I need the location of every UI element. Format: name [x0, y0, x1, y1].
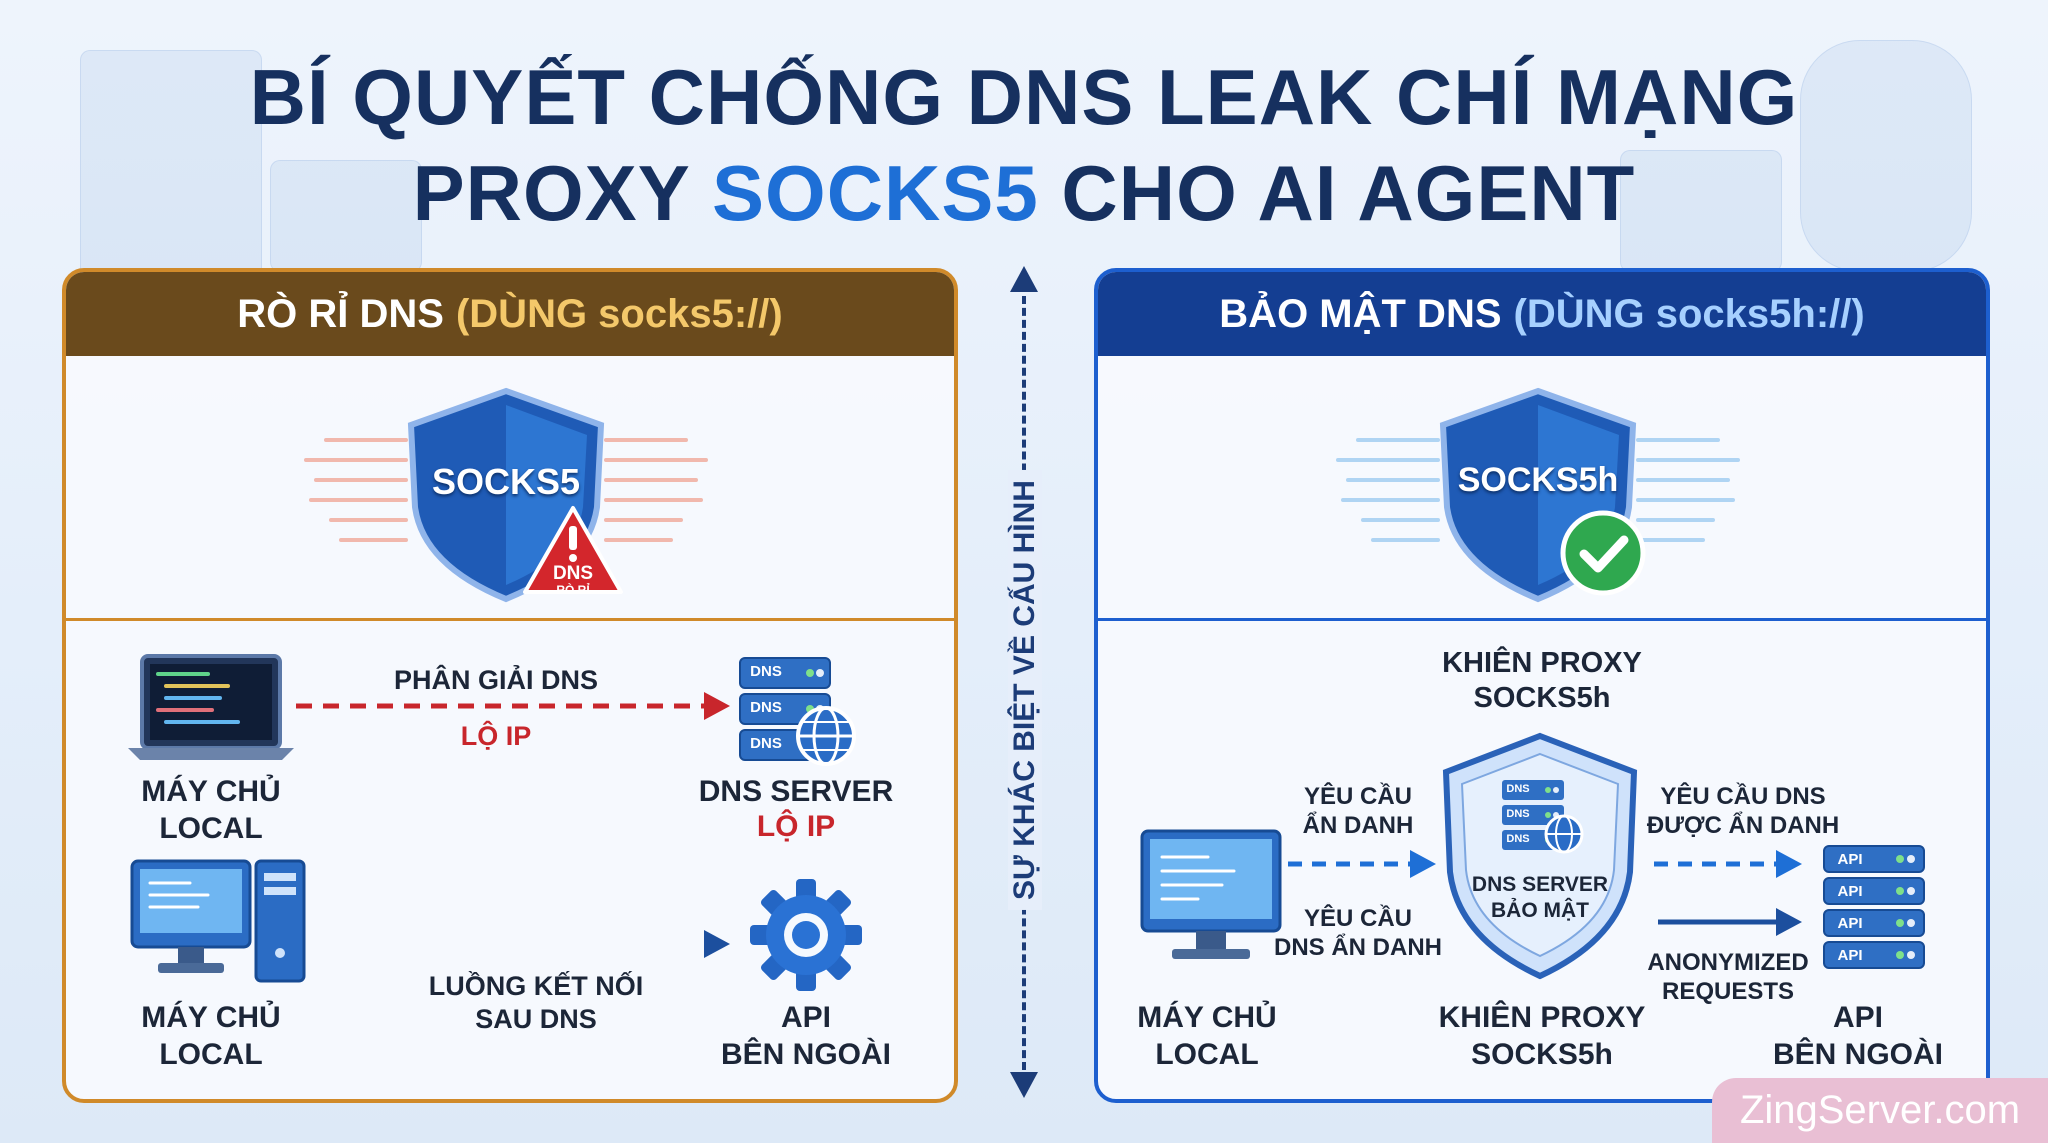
leak-api-line1: API: [780, 1001, 831, 1034]
leak-host1-line1: MÁY CHỦ: [141, 775, 281, 808]
req-top-line2: ẨN DANH: [1302, 812, 1414, 840]
leak-panel-header: RÒ RỈ DNS (DÙNG socks5://): [66, 272, 954, 356]
req-bottom-line2: DNS ẨN DANH: [1274, 934, 1442, 962]
leak-api-label: API BÊN NGOÀI: [676, 1000, 936, 1073]
title-suffix: CHO AI AGENT: [1038, 149, 1636, 237]
shield-title-line1: KHIÊN PROXY: [1442, 647, 1642, 679]
check-circle-icon: [1560, 510, 1646, 596]
leak-arrow-label: PHÂN GIẢI DNS: [393, 665, 599, 695]
dns-chip-3: DNS: [750, 735, 782, 752]
secure-host-line2: LOCAL: [1155, 1037, 1259, 1071]
shield-bottom-label: KHIÊN PROXY SOCKS5h: [1392, 1000, 1692, 1073]
dns-leak-panel: RÒ RỈ DNS (DÙNG socks5://) SOCKS5 DNS RÒ…: [62, 268, 958, 1103]
secure-header-title: BẢO MẬT DNS: [1219, 291, 1502, 336]
secure-api-line1: API: [1832, 1001, 1883, 1034]
out-top-label: YÊU CẦU DNS ĐƯỢC ẨN DANH: [1638, 782, 1848, 841]
background-dashboard-decoration: [270, 160, 422, 272]
leak-dns-arrow: [296, 692, 730, 720]
secure-shield-label: SOCKS5h: [1457, 461, 1619, 499]
secure-api-label: API BÊN NGOÀI: [1738, 1000, 1978, 1073]
secure-api-line2: BÊN NGOÀI: [1772, 1037, 1943, 1071]
page-title-line-2: PROXY SOCKS5 CHO AI AGENT: [0, 148, 2048, 239]
leak-api-line2: BÊN NGOÀI: [720, 1037, 891, 1071]
desktop-computer-icon: [130, 859, 306, 983]
inner-shield-line1: DNS SERVER: [1471, 873, 1609, 896]
secure-speed-lines: [1336, 438, 1740, 542]
middle-label: SỰ KHÁC BIỆT VỀ CẤU HÌNH: [1008, 470, 1042, 910]
leak-host1-line2: LOCAL: [159, 811, 263, 845]
api-chip-4: API: [1837, 947, 1863, 964]
desktop-monitor-icon: [1140, 829, 1282, 959]
laptop-icon: [128, 654, 294, 760]
leak-header-accent: (DÙNG socks5://): [455, 291, 783, 336]
out-bottom-label: ANONYMIZED REQUESTS: [1628, 948, 1828, 1007]
out-bottom-line1: ANONYMIZED: [1647, 949, 1809, 976]
background-dashboard-decoration: [80, 50, 262, 282]
proxy-shield-icon: [1442, 732, 1638, 980]
leak-host2-line1: MÁY CHỦ: [141, 1001, 281, 1034]
leak-arrow-warning: LỘ IP: [460, 721, 532, 751]
req-top-line1: YÊU CẦU: [1303, 783, 1412, 810]
secure-panel-divider: [1098, 618, 1986, 621]
req-top-label: YÊU CẦU ẨN DANH: [1278, 782, 1438, 841]
background-robot-decoration: [1800, 40, 1972, 272]
title-prefix: PROXY: [412, 149, 712, 237]
dns-chip-2: DNS: [750, 699, 782, 716]
leak-speed-lines: [304, 438, 708, 542]
req-bottom-line1: YÊU CẦU: [1303, 905, 1412, 932]
shield-label: SOCKS5: [431, 461, 581, 502]
out-bottom-line2: REQUESTS: [1661, 978, 1795, 1006]
shield-bottom-line2: SOCKS5h: [1471, 1037, 1613, 1071]
leak-panel-divider: [66, 618, 954, 621]
inner-dns-chip-1: DNS: [1506, 783, 1530, 795]
badge-leak-label: RÒ RỈ: [556, 583, 590, 597]
leak-connection-line1: LUỒNG KẾT NỐI: [428, 971, 644, 1001]
dns-server-stack-icon: [739, 657, 856, 766]
secure-host-label: MÁY CHỦ LOCAL: [1122, 1000, 1292, 1073]
inner-shield-label: DNS SERVER BẢO MẬT: [1460, 872, 1620, 923]
leak-connection-arrow: [321, 930, 730, 958]
leak-connection-label: LUỒNG KẾT NỐI SAU DNS: [386, 970, 686, 1036]
gear-icon: [750, 879, 862, 991]
watermark: ZingServer.com: [1712, 1078, 2048, 1143]
leak-host2-line2: LOCAL: [159, 1037, 263, 1071]
dns-chip-1: DNS: [750, 663, 782, 680]
secure-panel-header: BẢO MẬT DNS (DÙNG socks5h://): [1098, 272, 1986, 356]
api-chip-2: API: [1837, 883, 1863, 900]
secure-host-line1: MÁY CHỦ: [1137, 1001, 1277, 1034]
leak-host2-label: MÁY CHỦ LOCAL: [126, 1000, 296, 1073]
shield-bottom-line1: KHIÊN PROXY: [1438, 1001, 1646, 1034]
inner-shield-line2: BẢO MẬT: [1491, 898, 1589, 922]
inner-dns-chip-3: DNS: [1506, 833, 1530, 845]
shield-title-line2: SOCKS5h: [1473, 682, 1611, 715]
leak-header-title: RÒ RỈ DNS: [237, 291, 444, 336]
secure-arrows: [1288, 850, 1802, 936]
title-highlight: SOCKS5: [712, 149, 1039, 237]
warning-triangle-icon: [523, 506, 623, 594]
inner-dns-chip-2: DNS: [1506, 808, 1530, 820]
api-chip-1: API: [1837, 851, 1863, 868]
out-top-line2: ĐƯỢC ẨN DANH: [1646, 812, 1840, 840]
api-chip-3: API: [1837, 915, 1863, 932]
page-title-line-1: BÍ QUYẾT CHỐNG DNS LEAK CHÍ MẠNG: [249, 53, 1799, 141]
globe-icon: [796, 706, 856, 766]
badge-dns-label: DNS: [552, 563, 594, 584]
secure-header-accent: (DÙNG socks5h://): [1513, 291, 1865, 336]
out-top-line1: YÊU CẦU DNS: [1660, 783, 1826, 810]
dns-server-label: DNS SERVER: [698, 775, 894, 808]
api-server-stack-icon: [1823, 845, 1925, 969]
req-bottom-label: YÊU CẦU DNS ẨN DANH: [1258, 904, 1458, 963]
dns-server-warning: LỘ IP: [756, 810, 836, 843]
shield-title-label: KHIÊN PROXY SOCKS5h: [1382, 646, 1702, 717]
dns-secure-panel: BẢO MẬT DNS (DÙNG socks5h://) SOCKS5h KH…: [1094, 268, 1990, 1103]
leak-connection-line2: SAU DNS: [475, 1003, 597, 1034]
leak-host1-label: MÁY CHỦ LOCAL: [126, 774, 296, 847]
